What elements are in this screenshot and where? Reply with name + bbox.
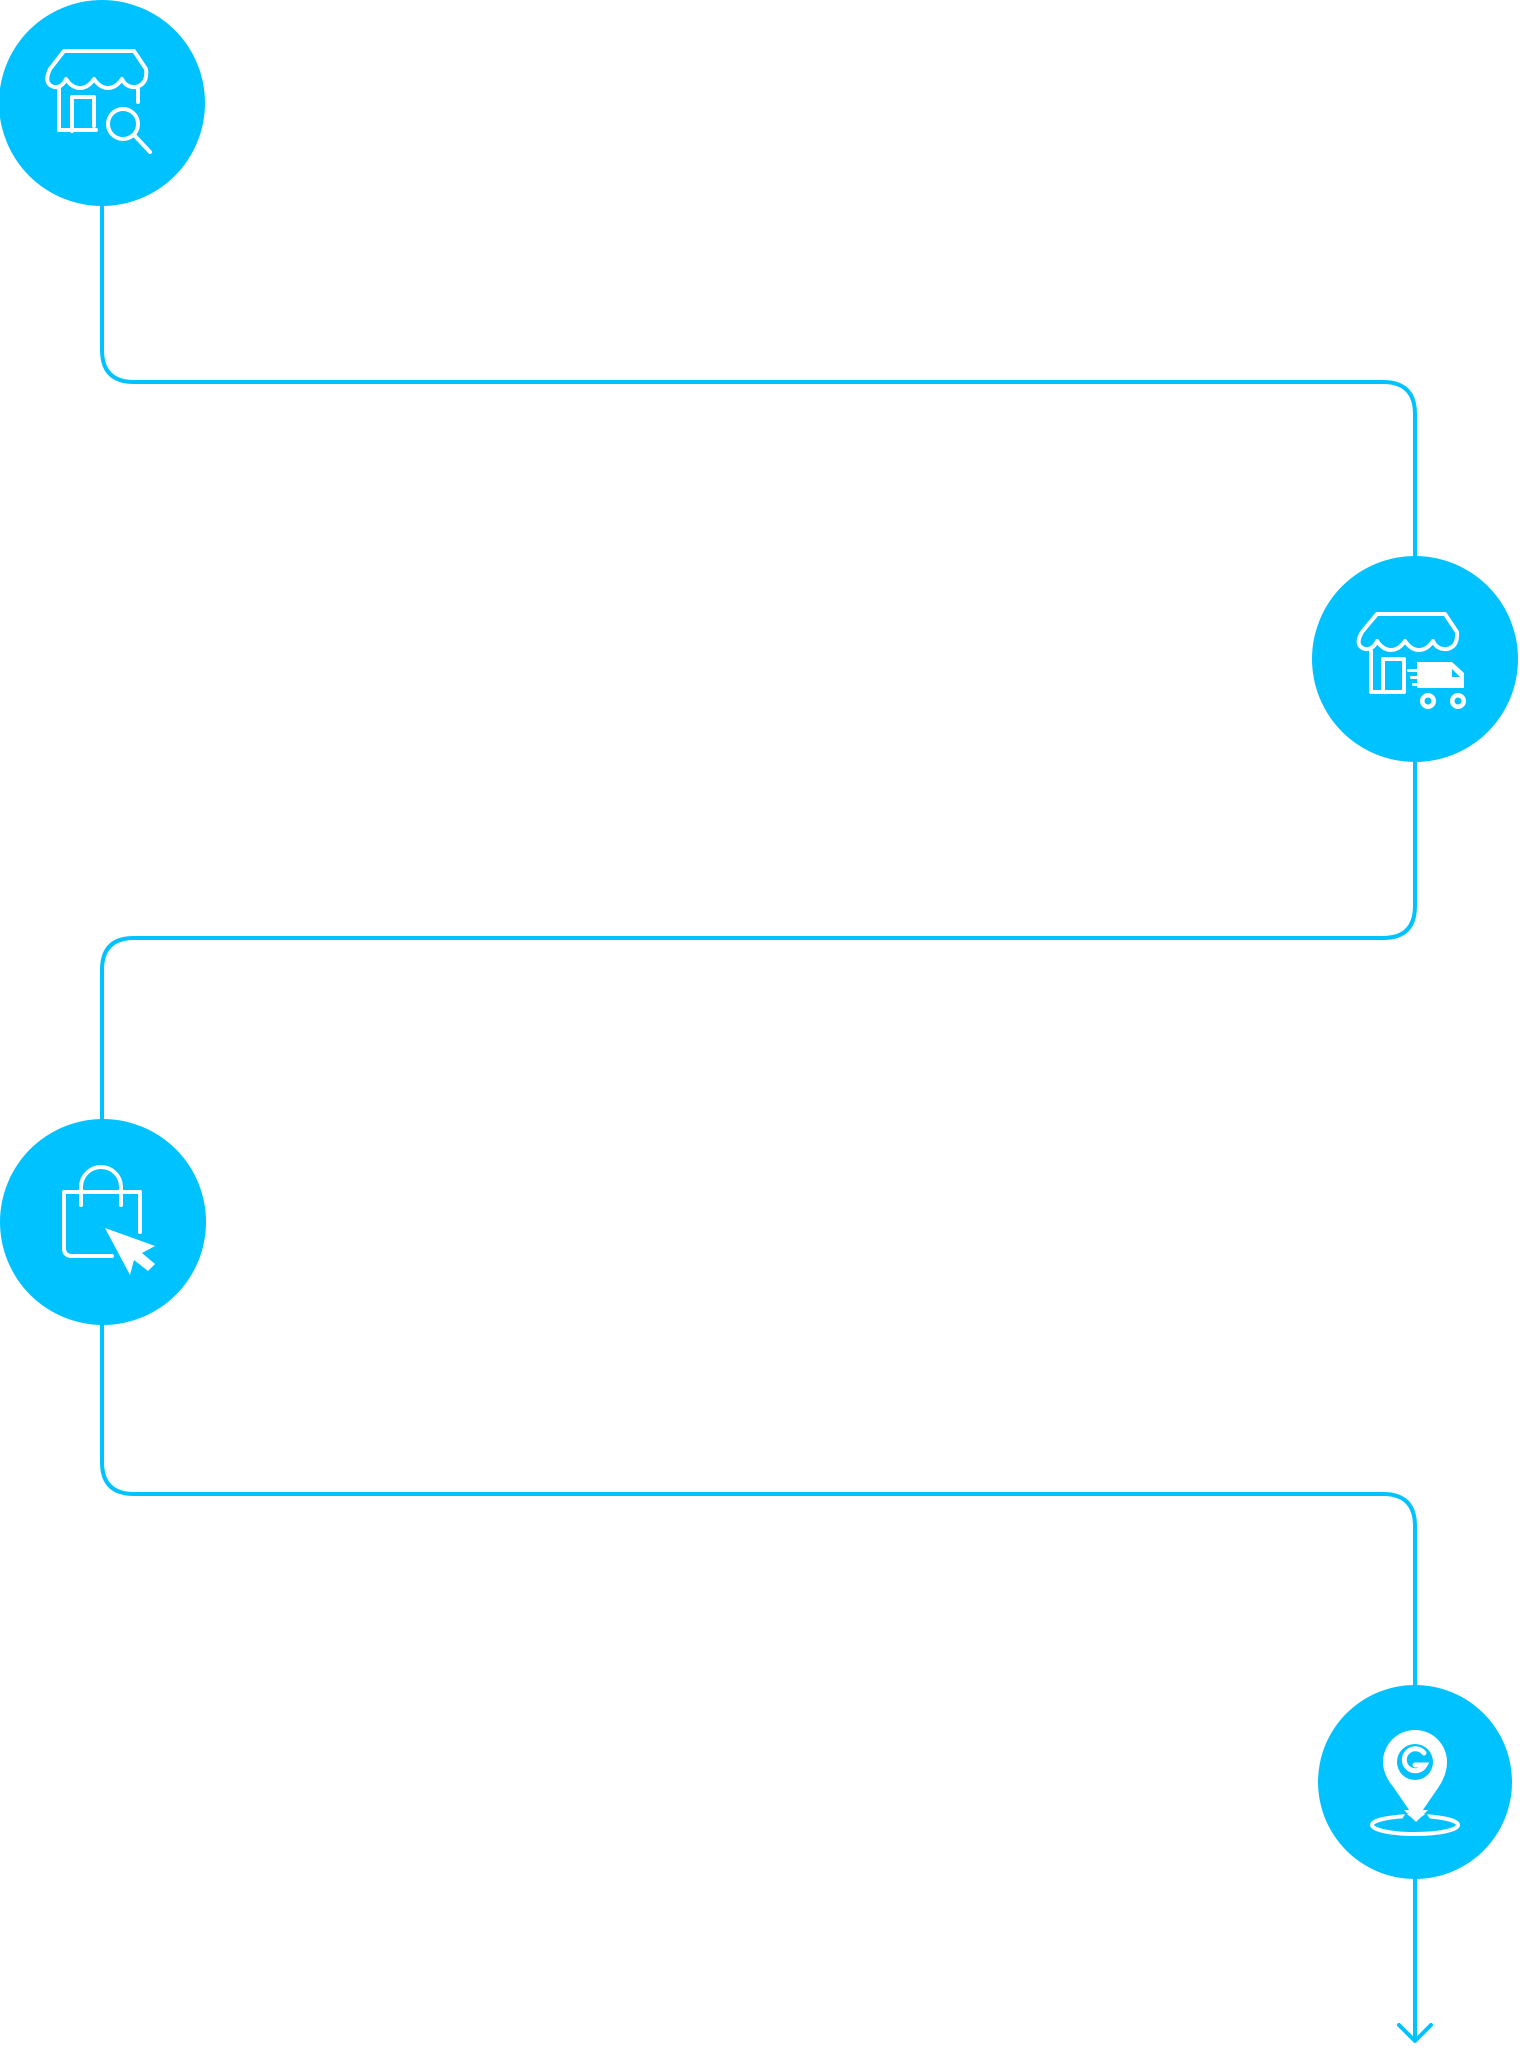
store-search-icon [45,49,152,154]
google-location-pin-icon [1370,1730,1460,1836]
step-1-circle [0,0,205,206]
step-2-circle [1312,556,1518,762]
step-3-circle [0,1119,206,1325]
arrow-down-icon [1397,2023,1433,2043]
store-delivery-truck-icon [1356,612,1466,709]
shopping-bag-click-icon [62,1165,155,1275]
step-3 [0,1119,206,1325]
step-4 [1318,1685,1512,1879]
flow-connector-line [100,103,1417,2040]
step-2 [1312,556,1518,762]
step-1 [0,0,205,206]
